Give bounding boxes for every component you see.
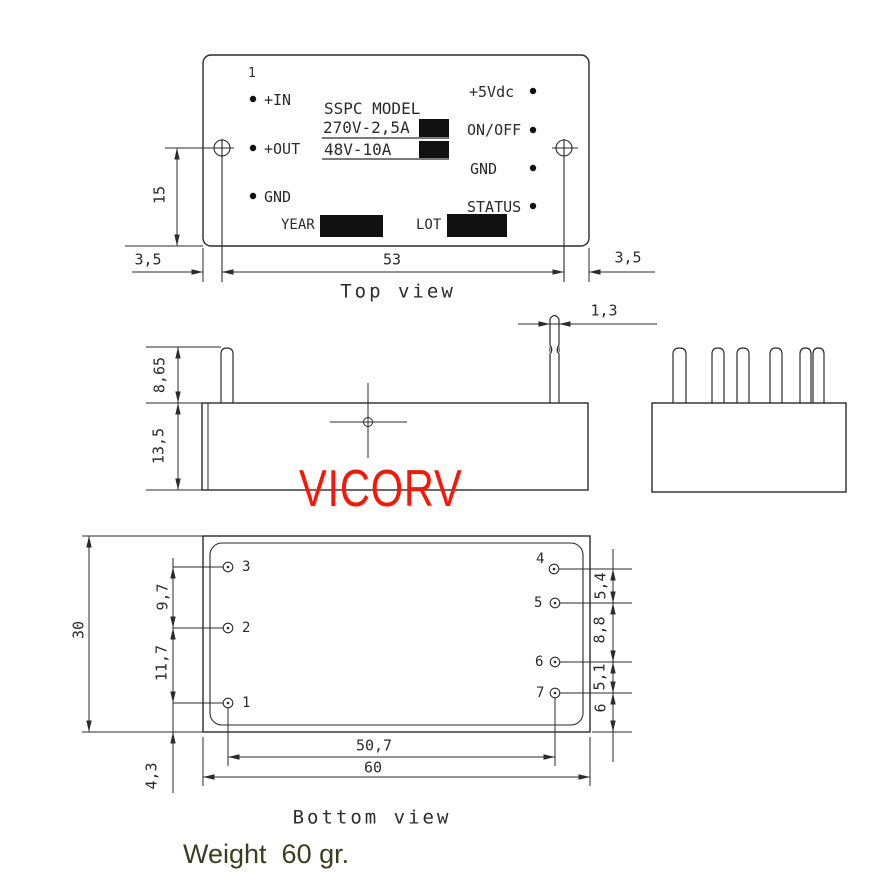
weight-note: Weight 60 gr. <box>183 839 350 869</box>
top-view-label-onoff: ON/OFF <box>467 121 522 139</box>
lot-label: LOT <box>416 217 442 233</box>
dim-8-65: 8,65 <box>150 356 169 394</box>
model-option-270v: 270V-2,5A <box>323 118 410 137</box>
side-view-left-pin <box>220 347 234 403</box>
end-view-pins <box>672 347 825 403</box>
top-view-label-out: +OUT <box>264 140 301 158</box>
top-view-label-5vdc: +5Vdc <box>469 83 515 101</box>
dim-53: 53 <box>382 250 402 269</box>
pin-label-5: 5 <box>534 595 543 611</box>
lot-box <box>447 214 507 237</box>
dim-30: 30 <box>69 620 88 640</box>
bottom-view-pins <box>222 561 561 709</box>
center-mark-icon <box>330 383 407 458</box>
model-checkbox-1 <box>419 119 449 137</box>
dim-11-7: 11,7 <box>152 644 171 682</box>
pin1-marker-label: 1 <box>248 66 256 81</box>
top-view-label-status: STATUS <box>467 198 522 216</box>
side-view-dimensions <box>146 321 657 491</box>
top-view-label-in: +IN <box>264 91 292 109</box>
dim-60: 60 <box>363 758 383 777</box>
mounting-hole-left-icon <box>165 139 234 282</box>
dim-13-5: 13,5 <box>149 427 168 465</box>
dim-3-5-right: 3,5 <box>614 248 642 267</box>
pin-label-3: 3 <box>242 559 251 575</box>
pin-label-1: 1 <box>242 695 251 711</box>
model-header-label: SSPC MODEL <box>324 99 421 118</box>
top-view-outline <box>202 54 590 247</box>
top-view-pin-dots <box>249 87 537 210</box>
mounting-hole-right-icon <box>552 139 578 282</box>
dim-6: 6 <box>591 703 610 713</box>
end-view-body <box>651 402 847 493</box>
marking-boxes <box>320 119 507 237</box>
top-view-title: Top view <box>340 280 456 303</box>
side-view-body <box>201 402 589 491</box>
pin-label-2: 2 <box>242 620 251 636</box>
top-view-dimensions <box>125 148 655 282</box>
bottom-view-title: Bottom view <box>292 806 452 829</box>
dim-3-5-left: 3,5 <box>134 250 162 269</box>
model-option-underlines <box>322 137 449 160</box>
year-label: YEAR <box>281 217 315 233</box>
dim-5-4: 5,4 <box>591 572 610 600</box>
bottom-view-dimensions <box>82 535 632 793</box>
dim-9-7: 9,7 <box>153 583 172 611</box>
pin-label-6: 6 <box>535 654 544 670</box>
side-view-right-pin <box>548 314 561 403</box>
pin-label-4: 4 <box>536 551 545 567</box>
top-view-label-gnd-left: GND <box>264 188 292 206</box>
dim-1-3: 1,3 <box>590 301 618 320</box>
year-box <box>320 215 383 237</box>
dim-15: 15 <box>150 185 169 205</box>
bottom-view-body <box>202 535 591 733</box>
model-checkbox-2 <box>419 141 449 158</box>
model-option-48v: 48V-10A <box>324 140 392 159</box>
dim-4-3: 4,3 <box>142 762 161 790</box>
top-view-label-gnd-right: GND <box>470 160 498 178</box>
pin-label-7: 7 <box>536 685 545 701</box>
dim-5-1: 5,1 <box>590 663 609 691</box>
watermark-text: VICORV <box>299 460 463 518</box>
dim-50-7: 50,7 <box>355 736 393 755</box>
dim-8-8: 8,8 <box>590 616 609 644</box>
